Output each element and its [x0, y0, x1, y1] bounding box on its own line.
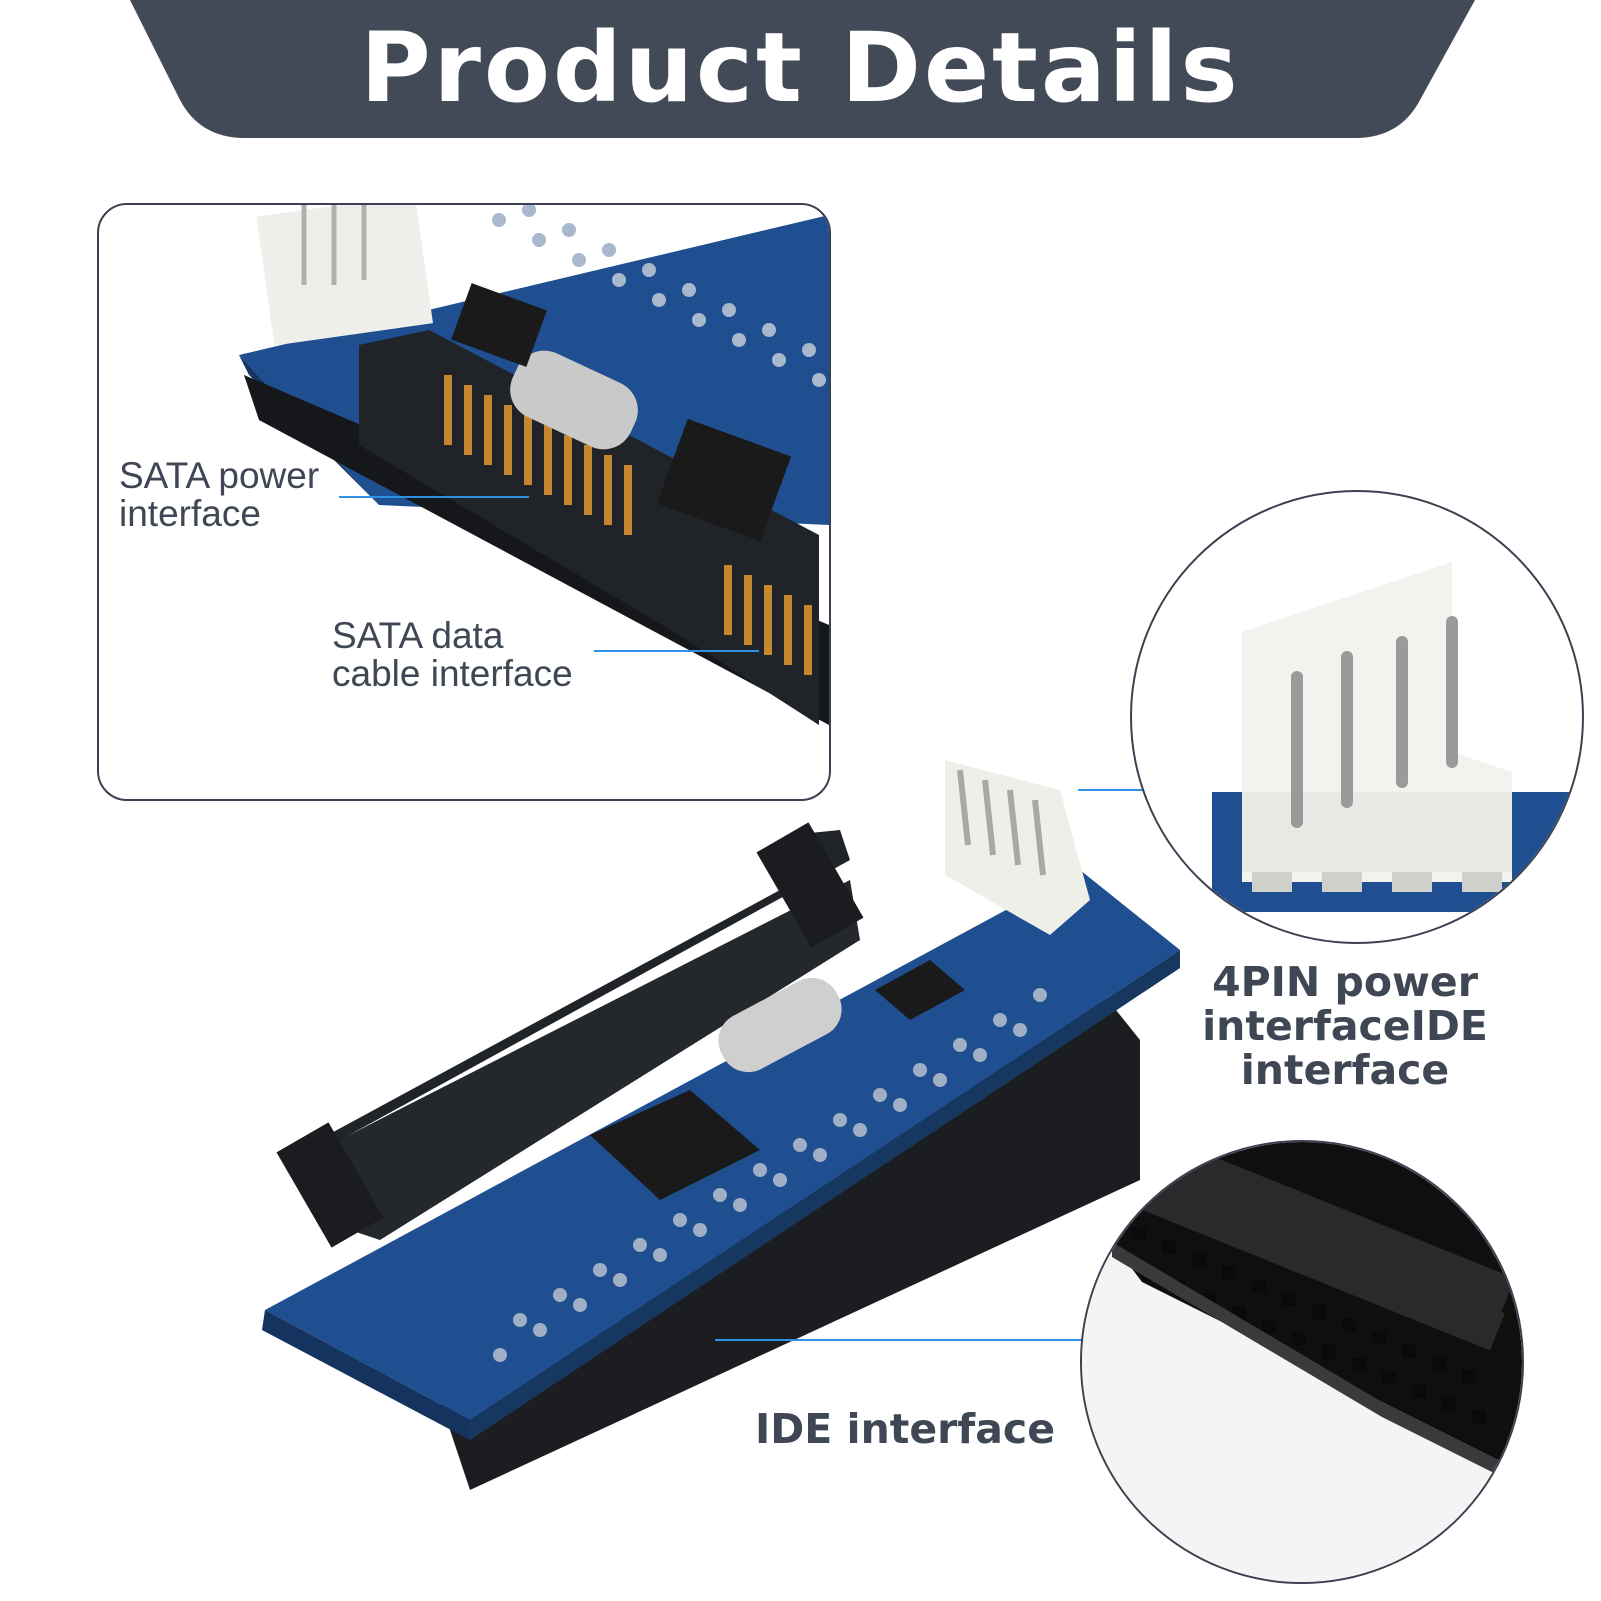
sata-closeup-image	[239, 205, 829, 725]
ide-socket-zoom	[1080, 1140, 1524, 1584]
header-banner: Product Details	[0, 0, 1601, 140]
ide-interface-label: IDE interface	[754, 1405, 1056, 1453]
power-connector-zoom	[1130, 490, 1584, 944]
banner-shape	[130, 0, 1475, 138]
sata-closeup-inset: SATA power interface SATA data cable int…	[97, 203, 831, 801]
page-title: Product Details	[360, 12, 1241, 124]
sata-power-label: SATA power interface	[119, 455, 320, 534]
power-connector-zoom-image	[1212, 562, 1582, 912]
power-4pin-label: 4PIN power interfaceIDE interface	[1202, 958, 1488, 1094]
ide-socket-zoom-image	[1082, 1142, 1522, 1582]
sata-data-label: SATA data cable interface	[332, 615, 573, 694]
